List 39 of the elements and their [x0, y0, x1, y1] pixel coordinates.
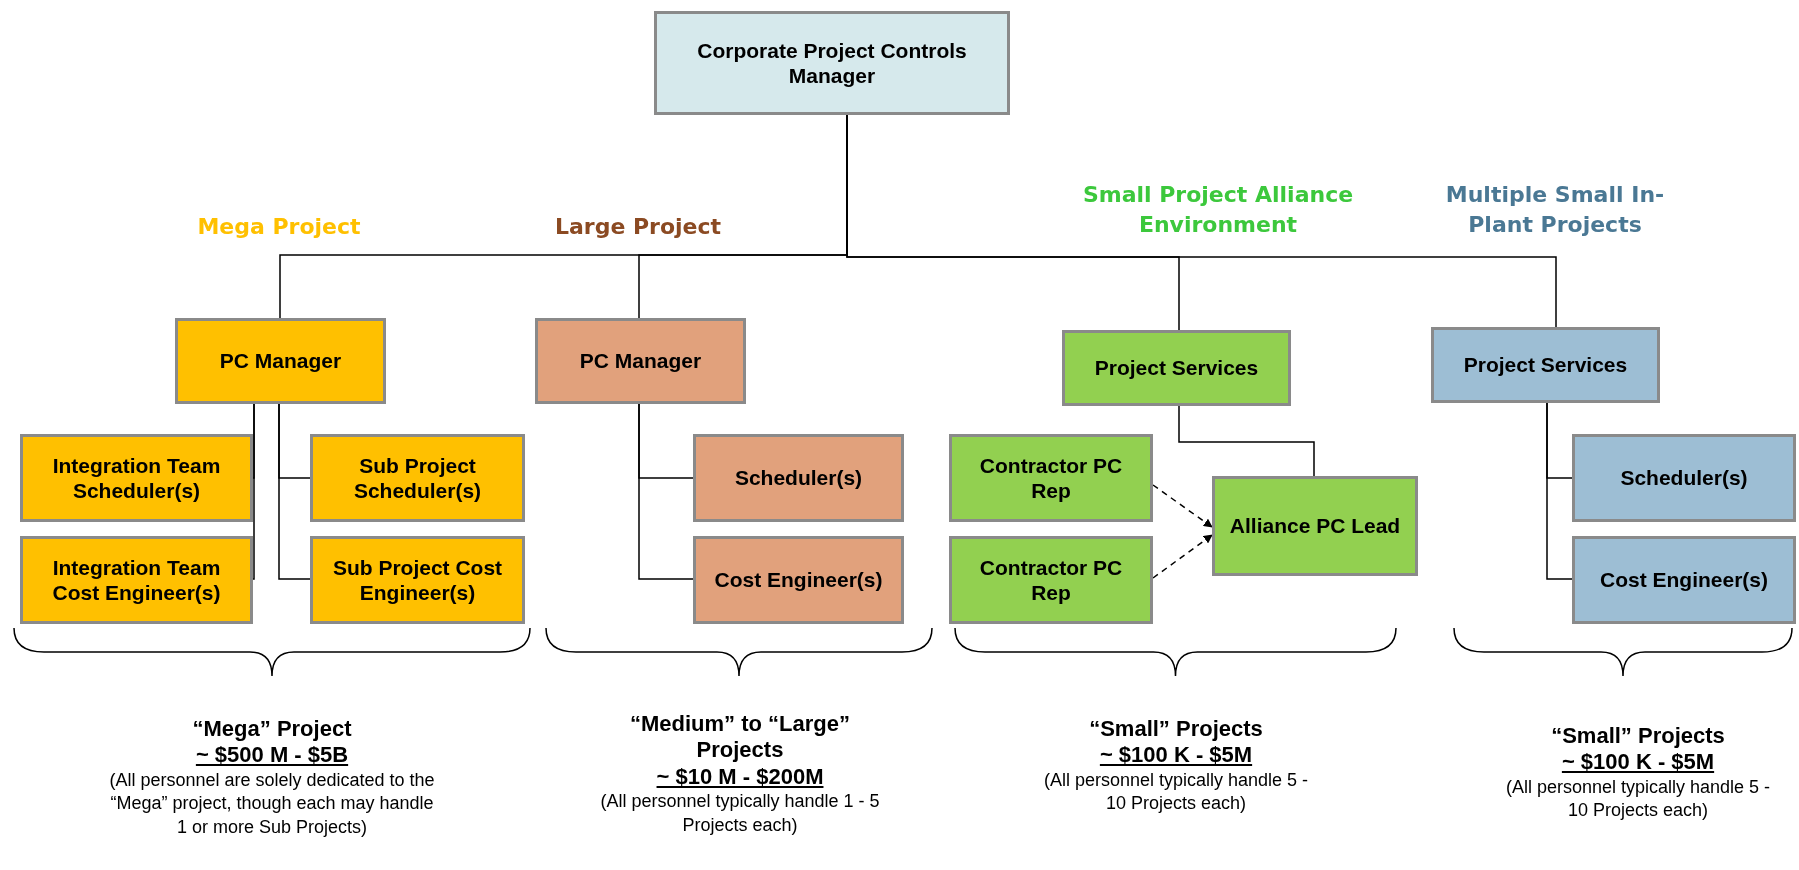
- role-box: Alliance PC Lead: [1212, 476, 1418, 576]
- group-heading: Mega Project: [196, 213, 362, 241]
- note-text: (All personnel are solely dedicated to the “Mega” project, though each may handle 1 or more Sub Projects): [108, 768, 436, 839]
- project-size-title: “Small” Projects: [1551, 723, 1725, 750]
- arrow: [1152, 534, 1213, 579]
- cost-range: ~ $100 K - $5M: [1561, 749, 1715, 776]
- role-box: Project Services: [1062, 330, 1291, 406]
- role-box: Integration Team Cost Engineer(s): [20, 536, 253, 624]
- project-size-title: “Medium” to “Large” Projects: [629, 711, 851, 764]
- note-text: (All personnel typically handle 5 - 10 Projects each): [1042, 768, 1310, 816]
- group-heading: Large Project: [553, 213, 723, 241]
- group-heading: Multiple Small In-Plant Projects: [1444, 181, 1666, 239]
- arrow: [1152, 484, 1213, 528]
- role-box: Integration Team Scheduler(s): [20, 434, 253, 522]
- role-box: Sub Project Cost Engineer(s): [310, 536, 525, 624]
- role-box: Cost Engineer(s): [693, 536, 904, 624]
- role-box: Scheduler(s): [693, 434, 904, 522]
- role-box: Cost Engineer(s): [1572, 536, 1796, 624]
- role-box: Contractor PC Rep: [949, 536, 1153, 624]
- project-size-title: “Mega” Project: [192, 716, 352, 743]
- cost-range: ~ $10 M - $200M: [656, 763, 824, 791]
- group-heading: Small Project Alliance Environment: [1081, 181, 1355, 239]
- role-box: PC Manager: [535, 318, 746, 404]
- connector-line: [1546, 402, 1573, 580]
- note-text: (All personnel typically handle 5 - 10 Projects each): [1504, 775, 1772, 823]
- role-box: Scheduler(s): [1572, 434, 1796, 522]
- connector-line: [1178, 405, 1315, 477]
- project-size-title: “Small” Projects: [1089, 716, 1263, 743]
- connector-line: [278, 403, 311, 580]
- cost-range: ~ $500 M - $5B: [195, 742, 349, 769]
- connector-line: [252, 403, 255, 580]
- role-box: PC Manager: [175, 318, 386, 404]
- cost-range: ~ $100 K - $5M: [1099, 742, 1253, 769]
- role-box: Contractor PC Rep: [949, 434, 1153, 522]
- role-box: Corporate Project Controls Manager: [654, 11, 1010, 115]
- connector-line: [638, 403, 694, 580]
- note-text: (All personnel typically handle 1 - 5 Projects each): [599, 790, 881, 837]
- role-box: Sub Project Scheduler(s): [310, 434, 525, 522]
- role-box: Project Services: [1431, 327, 1660, 403]
